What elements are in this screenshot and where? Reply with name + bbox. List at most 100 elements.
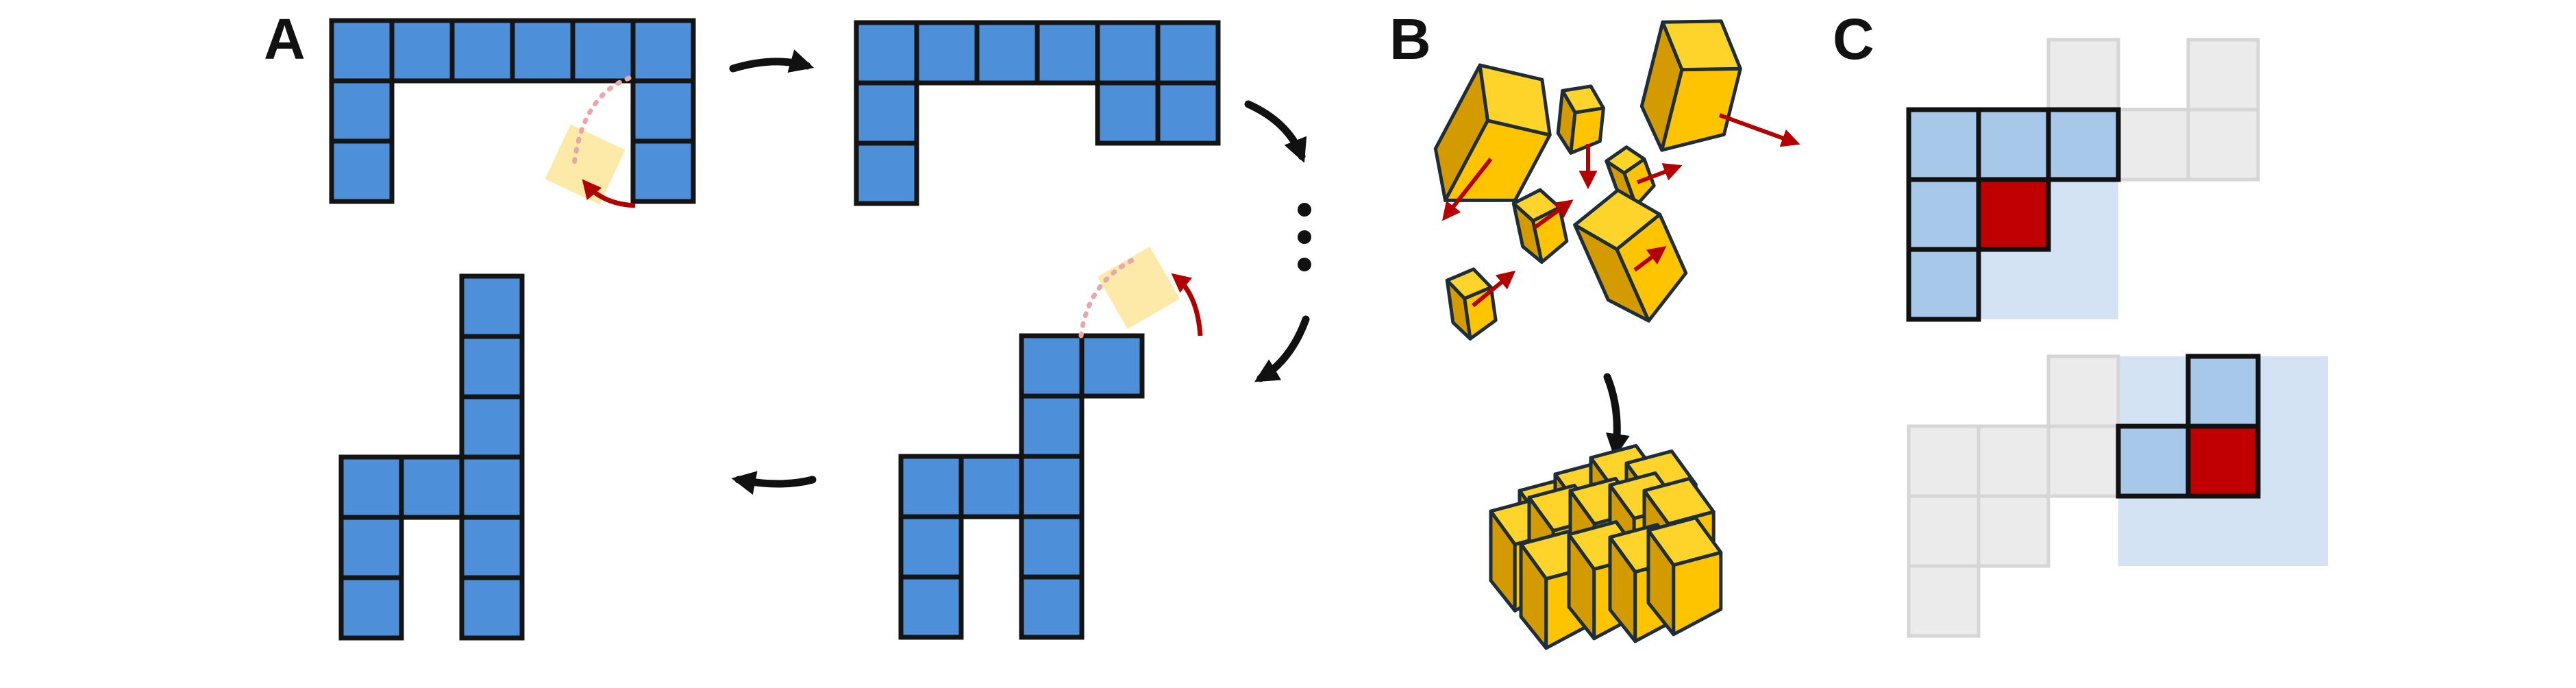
panel-label-c: C: [1833, 7, 1874, 71]
neighbor-cell: [2185, 354, 2261, 429]
yellow-cube: [1573, 188, 1688, 323]
neighborhood-grid-1: [1906, 38, 2260, 322]
cube-face-top: [1646, 516, 1723, 567]
module-square: [974, 20, 1040, 86]
module-square: [399, 454, 465, 520]
inactive-cell: [1907, 564, 1981, 638]
panel-label-b: B: [1389, 7, 1431, 71]
module-square: [958, 454, 1024, 519]
cube-face-top: [1642, 476, 1716, 526]
yellow-cube: [1646, 516, 1723, 637]
ghost-module: [545, 124, 626, 205]
module-square: [329, 78, 395, 144]
flow-arrow-3: [1254, 315, 1310, 382]
cube-face-top: [1478, 63, 1552, 137]
inactive-cell: [1907, 424, 1981, 498]
force-arrow-icon: [1533, 199, 1574, 230]
rotation-arrow-icon: [1171, 273, 1203, 336]
ghost-module: [1097, 246, 1180, 330]
module-square: [1019, 393, 1085, 459]
configuration-2: [854, 20, 1221, 206]
module-square: [449, 18, 515, 84]
force-arrow-icon: [1718, 113, 1800, 147]
module-square: [1079, 333, 1145, 399]
cube-face-top: [1573, 188, 1662, 251]
configuration-4: [338, 273, 525, 641]
module-square: [630, 18, 696, 84]
rotation-arrow-icon: [582, 179, 636, 208]
configuration-1: [329, 18, 696, 208]
neighbor-cell: [1976, 107, 2051, 182]
cube-face-top: [1445, 267, 1493, 301]
flow-arrow-2: [1244, 100, 1307, 163]
vertical-ellipsis-icon: [1298, 203, 1311, 271]
module-square: [854, 140, 919, 206]
force-arrow-icon: [1441, 158, 1493, 221]
module-square: [1019, 333, 1085, 399]
cube-face-top: [1605, 145, 1646, 175]
module-square: [459, 515, 525, 580]
rotation-trail: [1078, 255, 1140, 339]
focus-cell: [1976, 177, 2051, 252]
neighborhood-grid-2: [1907, 354, 2328, 638]
module-square: [1019, 574, 1085, 640]
force-arrows: [1441, 113, 1800, 308]
neighbor-cell: [1906, 107, 1981, 182]
module-square: [338, 515, 404, 580]
module-square: [854, 20, 919, 86]
module-square: [1155, 20, 1221, 86]
yellow-cube: [1556, 84, 1605, 155]
module-square: [570, 18, 636, 84]
inactive-cell: [2046, 38, 2120, 112]
module-square: [459, 273, 525, 339]
module-square: [1155, 80, 1221, 146]
panel-label-a: A: [264, 7, 306, 71]
module-square: [459, 334, 525, 400]
rotation-trail: [571, 75, 632, 167]
assembly-arrow: [1603, 373, 1630, 458]
module-square: [898, 574, 964, 640]
module-square: [1019, 514, 1085, 580]
module-square: [1095, 80, 1161, 146]
module-square: [510, 18, 575, 84]
ellipsis-dot: [1298, 230, 1311, 244]
neighbor-cell: [2116, 423, 2191, 499]
inactive-cell: [2186, 38, 2260, 112]
module-square: [1095, 20, 1161, 86]
ellipsis-dot: [1298, 258, 1311, 271]
neighbor-cell: [1906, 177, 1981, 252]
scattered-cubes: [1433, 19, 1742, 341]
module-square: [898, 454, 964, 519]
yellow-cube: [1511, 188, 1569, 265]
force-arrow-icon: [1636, 163, 1683, 184]
module-square: [459, 394, 525, 460]
focus-cell: [2185, 423, 2261, 499]
inactive-cell: [2116, 108, 2190, 182]
yellow-cube: [1639, 19, 1742, 152]
module-square: [630, 78, 696, 144]
neighbor-cell: [2046, 107, 2121, 182]
module-square: [338, 575, 404, 641]
inactive-cell: [2186, 108, 2260, 182]
inactive-cell: [1907, 494, 1981, 568]
cube-face-top: [1661, 19, 1742, 72]
inactive-cell: [1977, 494, 2051, 568]
ellipsis-dot: [1298, 203, 1311, 217]
inactive-cell: [2046, 424, 2120, 498]
force-arrow-icon: [1472, 270, 1516, 308]
assembled-cube-structure: [1489, 443, 1723, 650]
module-square: [1019, 454, 1085, 519]
neighbor-cell: [1906, 247, 1981, 322]
inactive-cell: [2046, 354, 2120, 428]
module-square: [914, 20, 980, 86]
module-square: [329, 138, 395, 204]
module-square: [854, 80, 919, 146]
module-square: [338, 454, 404, 520]
module-square: [459, 575, 525, 641]
module-square: [1035, 20, 1100, 86]
configuration-3: [898, 246, 1203, 640]
module-square: [389, 18, 455, 84]
module-square: [329, 18, 395, 84]
module-square: [630, 138, 696, 204]
